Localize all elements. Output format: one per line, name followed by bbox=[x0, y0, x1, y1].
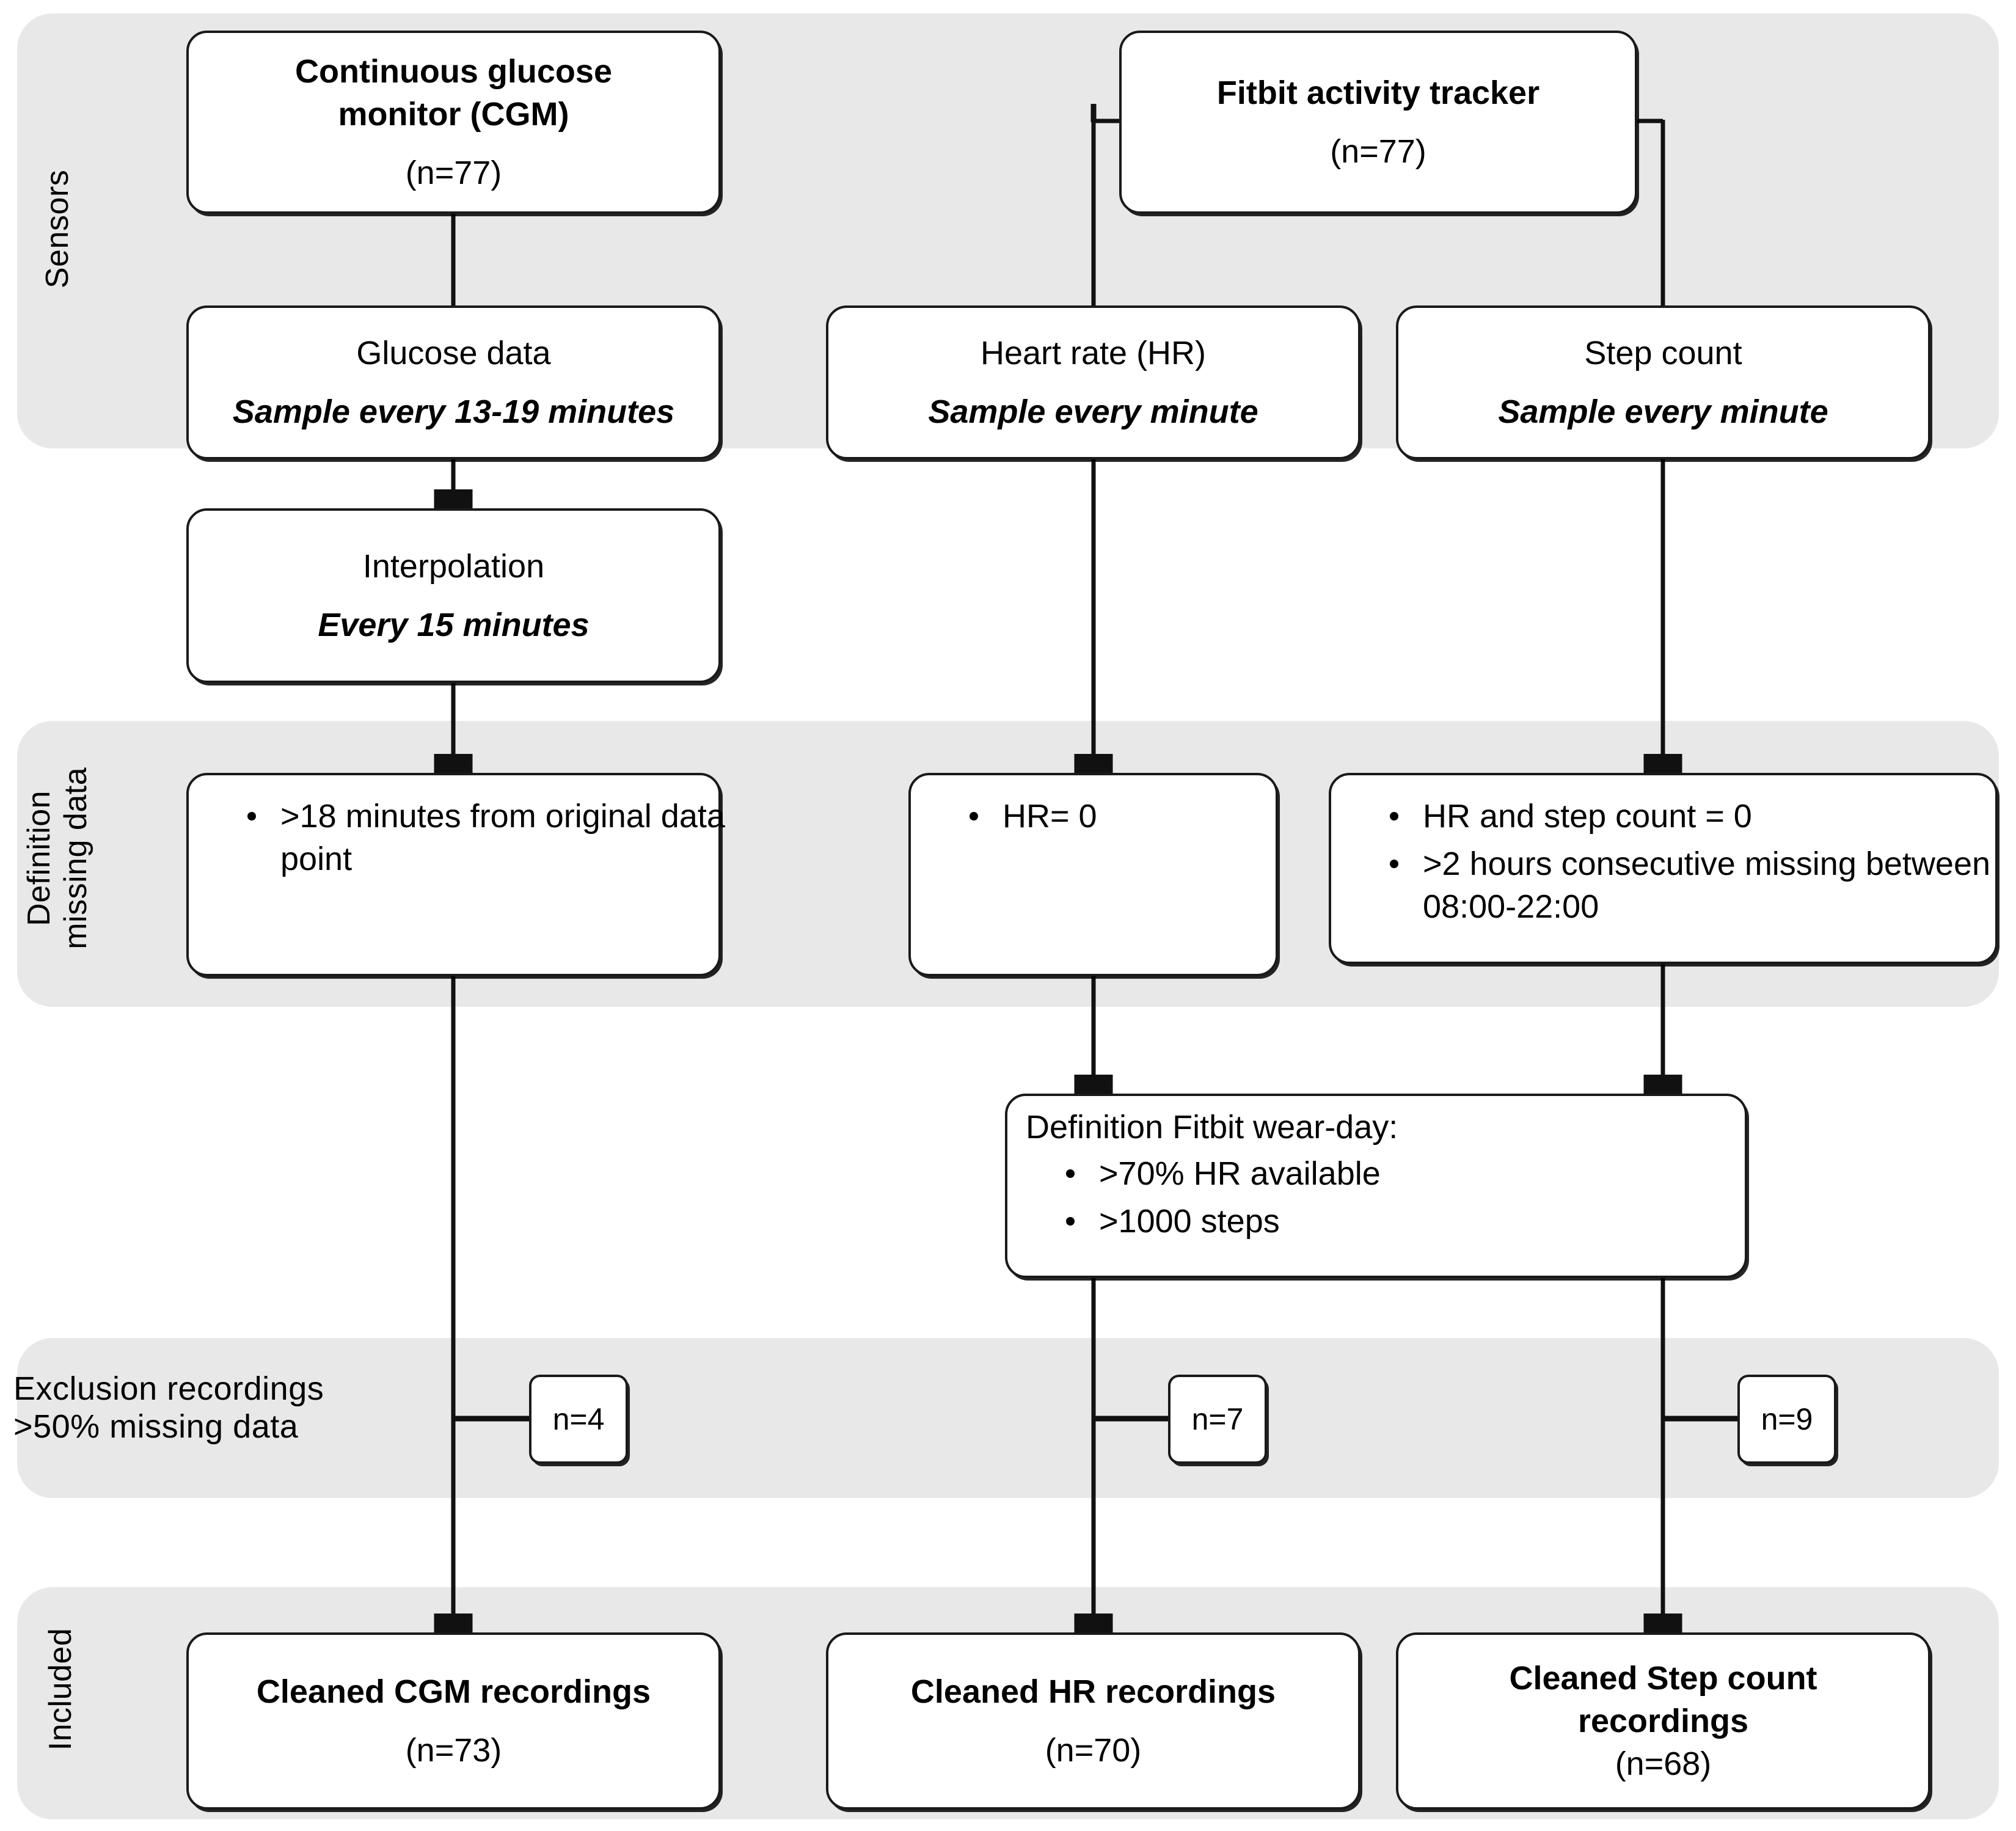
node-clean-hr-title: Cleaned HR recordings bbox=[910, 1673, 1276, 1710]
node-glucose-data[interactable]: Glucose data Sample every 13-19 minutes bbox=[186, 305, 721, 459]
node-fitbit-activity-tracker[interactable]: Fitbit activity tracker (n=77) bbox=[1119, 31, 1637, 214]
node-clean-cgm-title: Cleaned CGM recordings bbox=[256, 1673, 651, 1710]
node-interpolation-title: Interpolation bbox=[362, 547, 545, 585]
band-label-sensors: Sensors bbox=[40, 169, 76, 289]
node-hr-title: Heart rate (HR) bbox=[980, 334, 1207, 371]
chip-hr-excluded[interactable]: n=7 bbox=[1168, 1375, 1267, 1464]
node-fitbit-title: Fitbit activity tracker bbox=[1216, 74, 1540, 111]
band-label-exclusion-recordings: Exclusion recordings >50% missing data bbox=[13, 1370, 324, 1445]
node-hr-missing-definition[interactable]: HR= 0 bbox=[908, 773, 1278, 976]
node-clean-step-title: Cleaned Step count recordings bbox=[1509, 1659, 1817, 1739]
chip-step-excluded[interactable]: n=9 bbox=[1737, 1375, 1836, 1464]
node-glucose-title: Glucose data bbox=[356, 334, 551, 371]
node-cleaned-step-count-recordings[interactable]: Cleaned Step count recordings (n=68) bbox=[1396, 1632, 1930, 1810]
list-item: >1000 steps bbox=[1061, 1200, 1764, 1243]
list-item: >2 hours consecutive missing between 08:… bbox=[1385, 842, 2015, 928]
node-clean-hr-count: (n=70) bbox=[1045, 1732, 1142, 1769]
node-clean-cgm-count: (n=73) bbox=[405, 1732, 502, 1769]
band-label-definition-missing-data: Definition missing data bbox=[21, 767, 93, 949]
node-clean-step-count: (n=68) bbox=[1615, 1745, 1712, 1783]
node-cleaned-hr-recordings[interactable]: Cleaned HR recordings (n=70) bbox=[826, 1632, 1360, 1810]
node-cgm-title: Continuous glucose monitor (CGM) bbox=[295, 53, 612, 133]
node-hr-sampling: Sample every minute bbox=[928, 393, 1258, 430]
node-interpolation-detail: Every 15 minutes bbox=[318, 607, 590, 643]
node-heart-rate[interactable]: Heart rate (HR) Sample every minute bbox=[826, 305, 1360, 459]
node-fitbit-wear-day-definition[interactable]: Definition Fitbit wear-day: >70% HR avai… bbox=[1005, 1094, 1747, 1278]
node-cleaned-cgm-recordings[interactable]: Cleaned CGM recordings (n=73) bbox=[186, 1632, 721, 1810]
node-step-title: Step count bbox=[1584, 334, 1742, 371]
node-glucose-sampling: Sample every 13-19 minutes bbox=[232, 393, 675, 430]
node-interpolation[interactable]: Interpolation Every 15 minutes bbox=[186, 508, 721, 683]
chip-cgm-excluded[interactable]: n=4 bbox=[529, 1375, 628, 1464]
list-item: HR and step count = 0 bbox=[1385, 795, 2015, 838]
node-step-count[interactable]: Step count Sample every minute bbox=[1396, 305, 1930, 459]
node-cgm-missing-definition[interactable]: >18 minutes from original data point bbox=[186, 773, 725, 976]
node-fitbit-count: (n=77) bbox=[1330, 133, 1426, 170]
node-cgm-count: (n=77) bbox=[405, 155, 502, 192]
node-step-sampling: Sample every minute bbox=[1498, 393, 1828, 430]
band-label-included: Included bbox=[43, 1628, 79, 1751]
list-item: HR= 0 bbox=[965, 795, 1295, 838]
node-step-missing-definition[interactable]: HR and step count = 0 >2 hours consecuti… bbox=[1329, 773, 1998, 964]
node-continuous-glucose-monitor[interactable]: Continuous glucose monitor (CGM) (n=77) bbox=[186, 31, 721, 214]
node-wearday-title: Definition Fitbit wear-day: bbox=[1026, 1109, 1398, 1146]
list-item: >70% HR available bbox=[1061, 1152, 1764, 1195]
list-item: >18 minutes from original data point bbox=[243, 795, 738, 880]
